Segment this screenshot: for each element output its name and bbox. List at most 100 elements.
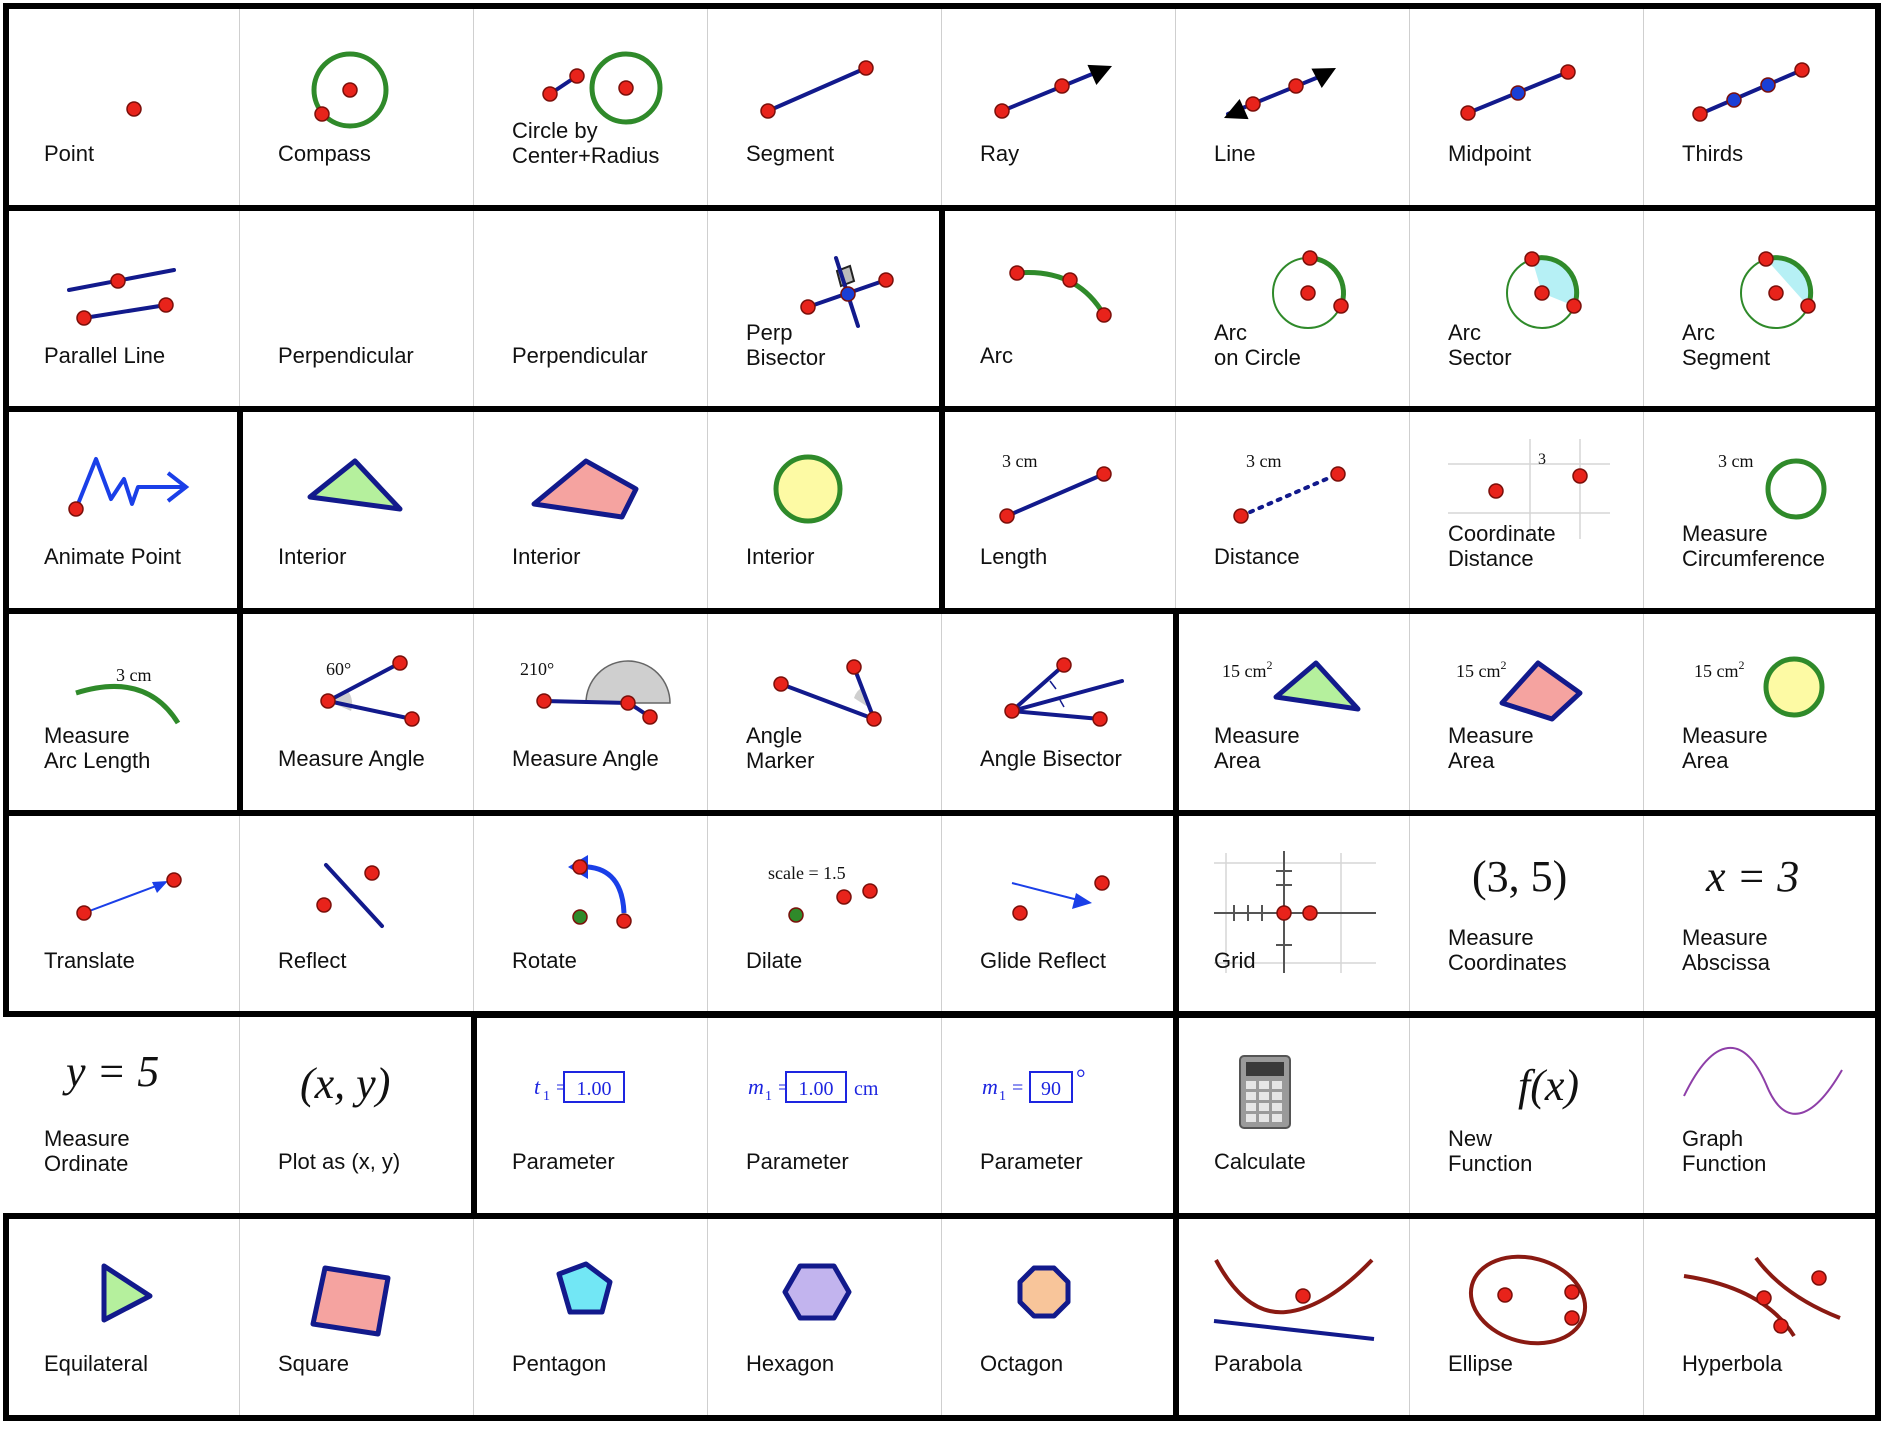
tool-tag: 1 bbox=[765, 1089, 772, 1104]
superscript: 2 bbox=[1739, 658, 1745, 672]
tool-tag: 3 cm bbox=[1002, 451, 1038, 471]
grid-icon bbox=[1214, 850, 1376, 973]
tool-tag: 90 bbox=[1041, 1078, 1061, 1100]
coordinate-distance-icon: 3 bbox=[1448, 439, 1610, 540]
tool-interior-triangle[interactable]: Interior bbox=[240, 409, 474, 612]
tool-hyperbola[interactable]: Hyperbola bbox=[1644, 1216, 1878, 1418]
tool-label: Measure Area bbox=[1682, 723, 1768, 774]
tool-thirds[interactable]: Thirds bbox=[1644, 6, 1878, 208]
tool-parabola[interactable]: Parabola bbox=[1176, 1216, 1410, 1418]
tool-line[interactable]: Line bbox=[1176, 6, 1410, 208]
tool-point[interactable]: Point bbox=[6, 6, 240, 208]
ellipse-icon bbox=[1468, 1254, 1588, 1346]
tool-midpoint[interactable]: Midpoint bbox=[1410, 6, 1644, 208]
tool-tag: 3 cm bbox=[1246, 451, 1282, 471]
tool-segment[interactable]: Segment bbox=[708, 6, 942, 208]
tool-octagon[interactable]: Octagon bbox=[942, 1216, 1176, 1418]
arc-sector-icon bbox=[1506, 250, 1582, 329]
tool-pentagon[interactable]: Pentagon bbox=[474, 1216, 708, 1418]
tool-equilateral[interactable]: Equilateral bbox=[6, 1216, 240, 1418]
tool-label: Arc Segment bbox=[1682, 319, 1771, 370]
tool-tag: scale = 1.5 bbox=[768, 863, 846, 883]
triangle-interior-icon bbox=[307, 458, 403, 512]
tool-circle-center-radius[interactable]: Circle by Center+Radius bbox=[474, 6, 708, 208]
tool-label: Segment bbox=[746, 141, 835, 166]
tool-distance[interactable]: 3 cm Distance bbox=[1176, 409, 1410, 612]
tool-reflect[interactable]: Reflect bbox=[240, 812, 474, 1015]
tool-plot-xy[interactable]: (x, y)Plot as (x, y) bbox=[240, 1014, 474, 1217]
parabola-icon bbox=[1213, 1258, 1375, 1342]
tool-glide-reflect[interactable]: Glide Reflect bbox=[942, 812, 1176, 1015]
parameter-value-box[interactable] bbox=[1029, 1071, 1073, 1104]
tool-label: Ray bbox=[980, 141, 1020, 166]
tool-label: Point bbox=[44, 141, 95, 166]
tool-arc-on-circle[interactable]: Arc on Circle bbox=[1176, 207, 1410, 410]
tool-measure-angle-60[interactable]: 60°Measure Angle bbox=[240, 611, 474, 813]
parameter-value-box[interactable] bbox=[785, 1071, 847, 1104]
tool-square[interactable]: Square bbox=[240, 1216, 474, 1418]
tool-label: Graph Function bbox=[1682, 1126, 1767, 1177]
tool-parallel-line[interactable]: Parallel Line bbox=[6, 207, 240, 410]
tool-label: Pentagon bbox=[512, 1351, 607, 1377]
tool-ellipse[interactable]: Ellipse bbox=[1410, 1216, 1644, 1418]
arc-on-circle-icon bbox=[1272, 249, 1349, 329]
tool-arc-sector[interactable]: Arc Sector bbox=[1410, 207, 1644, 410]
tool-interior-circle[interactable]: Interior bbox=[708, 409, 942, 612]
tool-perp-bisector[interactable]: Perp Bisector bbox=[708, 207, 942, 410]
tool-label: Measure Circumference bbox=[1682, 521, 1826, 572]
tool-measure-angle-210[interactable]: 210°Measure Angle bbox=[474, 611, 708, 813]
tool-rotate[interactable]: Rotate bbox=[474, 812, 708, 1015]
tool-perpendicular-2[interactable]: Perpendicular bbox=[474, 207, 708, 410]
tool-interior-polygon[interactable]: Interior bbox=[474, 409, 708, 612]
tool-arc-segment[interactable]: Arc Segment bbox=[1644, 207, 1878, 410]
tool-label: Angle Bisector bbox=[980, 746, 1122, 772]
tool-label: Calculate bbox=[1214, 1149, 1306, 1175]
abscissa-icon: x = 3 bbox=[1705, 852, 1799, 901]
segment-icon bbox=[760, 60, 874, 119]
reflect-icon bbox=[316, 862, 384, 928]
tool-ray[interactable]: Ray bbox=[942, 6, 1176, 208]
tool-label: Compass bbox=[278, 141, 371, 166]
tool-label: Reflect bbox=[278, 947, 347, 973]
tool-graph-function[interactable]: Graph Function bbox=[1644, 1014, 1878, 1217]
thirds-icon bbox=[1692, 62, 1810, 122]
tool-compass[interactable]: Compass bbox=[240, 6, 474, 208]
rotate-icon bbox=[568, 854, 632, 929]
tool-angle-bisector[interactable]: Angle Bisector bbox=[942, 611, 1176, 813]
tool-perpendicular-1[interactable]: Perpendicular bbox=[240, 207, 474, 410]
tool-measure-coordinates[interactable]: (3, 5)Measure Coordinates bbox=[1410, 812, 1644, 1015]
parameter-value-box[interactable] bbox=[563, 1071, 625, 1104]
tool-grid[interactable]: Grid bbox=[1176, 812, 1410, 1015]
tool-label: Octagon bbox=[980, 1351, 1064, 1377]
tool-arc[interactable]: Arc bbox=[942, 207, 1176, 410]
tool-label: Parameter bbox=[980, 1149, 1083, 1175]
tool-calculate[interactable]: Calculate bbox=[1176, 1014, 1410, 1217]
tool-angle-marker[interactable]: Angle Marker bbox=[708, 611, 942, 813]
tool-translate[interactable]: Translate bbox=[6, 812, 240, 1015]
tool-label: Perp Bisector bbox=[746, 319, 826, 370]
tool-new-function[interactable]: f(x)New Function bbox=[1410, 1014, 1644, 1217]
tool-hexagon[interactable]: Hexagon bbox=[708, 1216, 942, 1418]
tool-label: Equilateral bbox=[44, 1351, 148, 1377]
tool-animate-point[interactable]: Animate Point bbox=[6, 409, 240, 612]
tool-label: Distance bbox=[1214, 544, 1300, 570]
tool-tag: 3 bbox=[1538, 451, 1546, 468]
distance-icon: 3 cm bbox=[1233, 451, 1346, 525]
superscript: 2 bbox=[1267, 658, 1273, 672]
function-icon: f(x) bbox=[1518, 1061, 1579, 1110]
